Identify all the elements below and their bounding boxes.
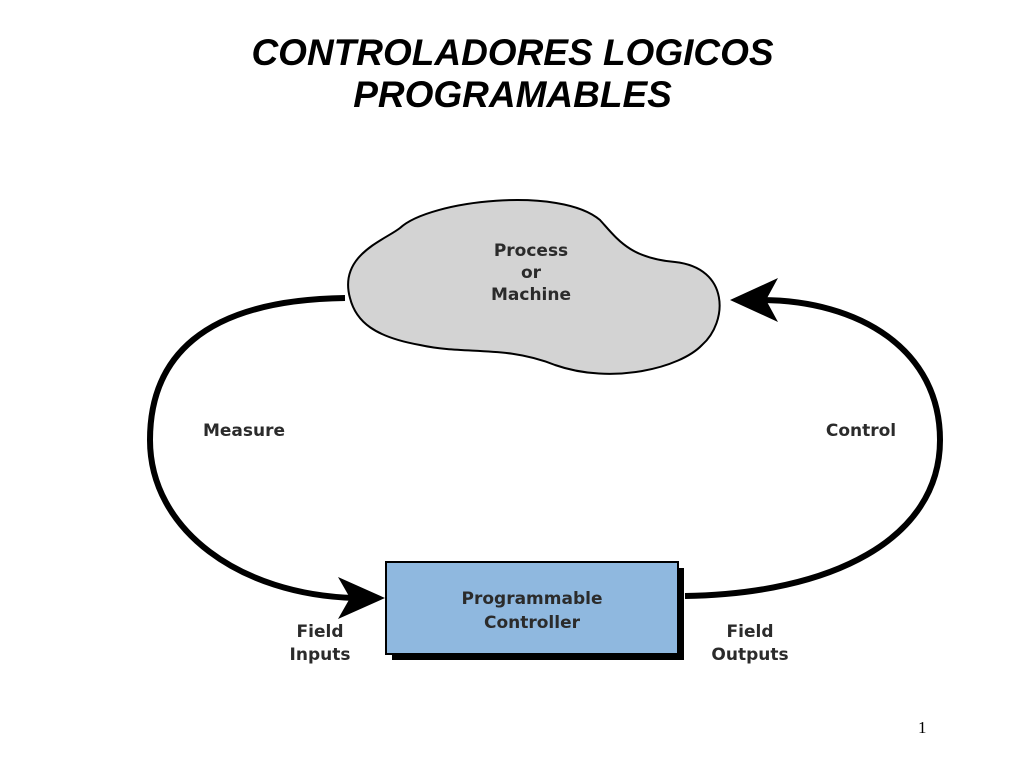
- process-label-line-3: Machine: [491, 285, 571, 305]
- field-outputs-line-1: Field: [727, 622, 774, 642]
- measure-loop-arrow: [146, 295, 356, 601]
- title-line-2: PROGRAMABLES: [353, 74, 672, 115]
- title-line-1: CONTROLADORES LOGICOS: [251, 32, 774, 73]
- field-outputs-line-2: Outputs: [711, 645, 788, 665]
- process-input-arrowhead: [730, 278, 778, 322]
- field-inputs-arrowhead: [338, 577, 385, 619]
- field-inputs-line-2: Inputs: [290, 645, 351, 665]
- field-inputs-line-1: Field: [297, 622, 344, 642]
- slide-title: CONTROLADORES LOGICOS PROGRAMABLES: [0, 32, 1025, 116]
- process-label-line-2: or: [521, 263, 542, 283]
- process-cloud: [347, 199, 721, 375]
- programmable-controller-box: [385, 561, 679, 655]
- process-label-line-1: Process: [494, 241, 568, 261]
- control-label: Control: [826, 421, 896, 441]
- controller-label-line-1: Programmable: [462, 589, 603, 609]
- measure-label: Measure: [203, 421, 285, 441]
- controller-label-line-2: Controller: [484, 613, 581, 633]
- control-loop-arrow: [684, 297, 944, 599]
- page-number: 1: [918, 718, 927, 737]
